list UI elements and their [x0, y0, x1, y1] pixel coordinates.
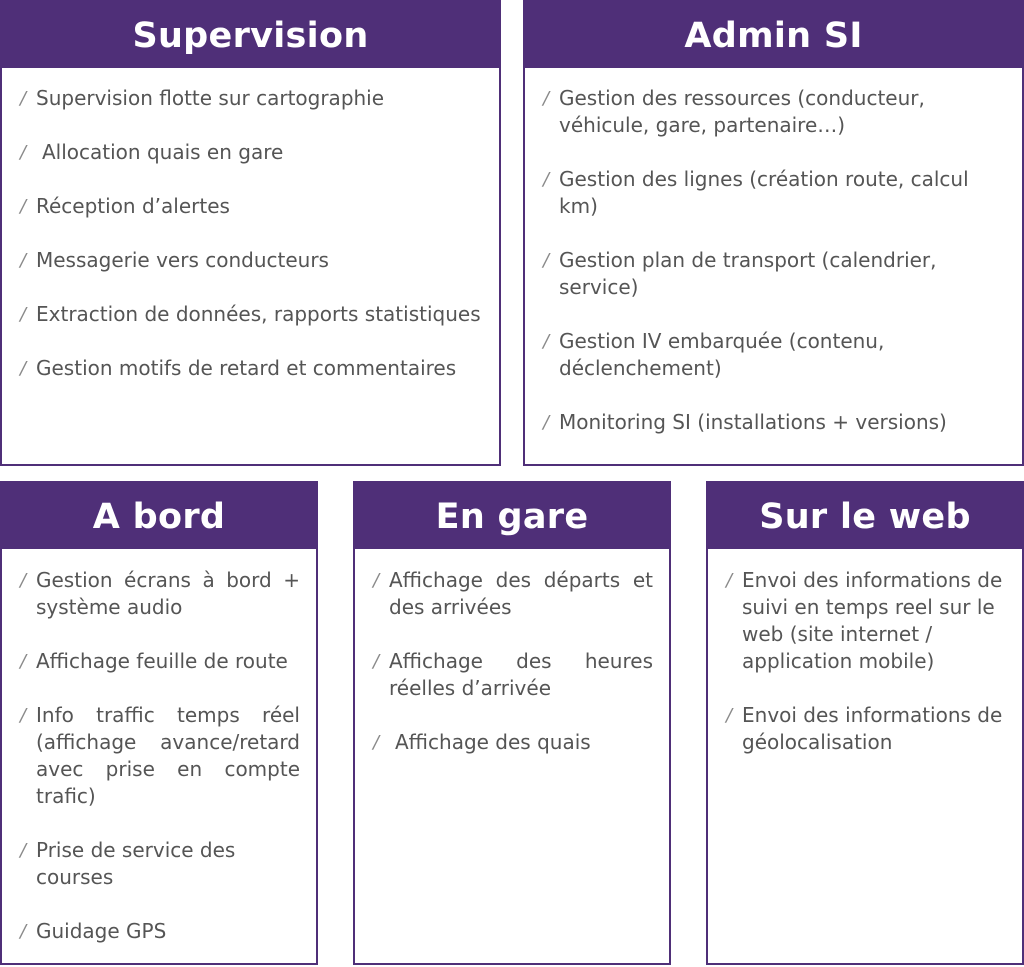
panel-title: Supervision: [2, 2, 499, 68]
list-item: / Envoi des informations de géolocalisat…: [726, 703, 1003, 754]
list-item: / Gestion IV embarquée (contenu, déclenc…: [543, 329, 885, 380]
slash-bullet-icon: /: [20, 570, 27, 591]
slash-bullet-icon: /: [20, 840, 27, 861]
slash-bullet-icon: /: [20, 705, 27, 726]
panel-title: A bord: [2, 483, 316, 549]
slash-bullet-icon: /: [543, 412, 550, 433]
panel-title: Sur le web: [708, 483, 1022, 549]
list-item: / Affichage des départs et des arrivées: [373, 568, 653, 619]
list-item: / Gestion des lignes (création route, ca…: [543, 167, 969, 218]
slash-bullet-icon: /: [373, 651, 380, 672]
list-item: / Envoi des informations de suivi en tem…: [726, 568, 1003, 673]
list-item: / Allocation quais en gare: [20, 140, 284, 164]
list-item: / Réception d’alertes: [20, 194, 230, 218]
panel-body: / Affichage des départs et des arrivées …: [355, 549, 669, 756]
list-item: / Affichage des heures réelles d’arrivée: [373, 649, 653, 700]
slash-bullet-icon: /: [543, 88, 550, 109]
slash-bullet-icon: /: [20, 250, 27, 271]
list-item: / Supervision flotte sur cartographie: [20, 86, 385, 110]
slash-bullet-icon: /: [543, 169, 550, 190]
list-item: / Messagerie vers conducteurs: [20, 248, 329, 272]
slash-bullet-icon: /: [20, 651, 27, 672]
panel-body: / Supervision flotte sur cartographie / …: [2, 68, 499, 382]
slash-bullet-icon: /: [20, 304, 27, 325]
list-item: / Affichage des quais: [373, 730, 591, 754]
list-item: / Prise de service des courses: [20, 838, 236, 889]
list-item: / Gestion des ressources (conducteur, vé…: [543, 86, 925, 137]
panel-a-bord: A bord / Gestion écrans à bord + système…: [0, 481, 318, 965]
panel-body: / Gestion des ressources (conducteur, vé…: [525, 68, 1022, 436]
slash-bullet-icon: /: [20, 921, 27, 942]
panel-body: / Gestion écrans à bord + système audio …: [2, 549, 316, 945]
slash-bullet-icon: /: [20, 358, 27, 379]
slash-bullet-icon: /: [726, 570, 733, 591]
slash-bullet-icon: /: [373, 570, 380, 591]
slash-bullet-icon: /: [20, 196, 27, 217]
panel-supervision: Supervision / Supervision flotte sur car…: [0, 0, 501, 466]
panel-title: En gare: [355, 483, 669, 549]
list-item: / Monitoring SI (installations + version…: [543, 410, 947, 434]
panel-title: Admin SI: [525, 2, 1022, 68]
slash-bullet-icon: /: [373, 732, 380, 753]
list-item: / Guidage GPS: [20, 919, 167, 943]
list-item: / Affichage feuille de route: [20, 649, 288, 673]
panel-sur-le-web: Sur le web / Envoi des informations de s…: [706, 481, 1024, 965]
list-item: / Gestion plan de transport (calendrier,…: [543, 248, 937, 299]
list-item: / Extraction de données, rapports statis…: [20, 302, 481, 326]
panel-en-gare: En gare / Affichage des départs et des a…: [353, 481, 671, 965]
slash-bullet-icon: /: [726, 705, 733, 726]
slash-bullet-icon: /: [20, 88, 27, 109]
slash-bullet-icon: /: [20, 142, 27, 163]
list-item: / Gestion motifs de retard et commentair…: [20, 356, 457, 380]
panel-admin-si: Admin SI / Gestion des ressources (condu…: [523, 0, 1024, 466]
list-item: / Info traffic temps réel (affichage ava…: [20, 703, 300, 808]
list-item: / Gestion écrans à bord + système audio: [20, 568, 300, 619]
slash-bullet-icon: /: [543, 331, 550, 352]
slash-bullet-icon: /: [543, 250, 550, 271]
panel-body: / Envoi des informations de suivi en tem…: [708, 549, 1022, 756]
